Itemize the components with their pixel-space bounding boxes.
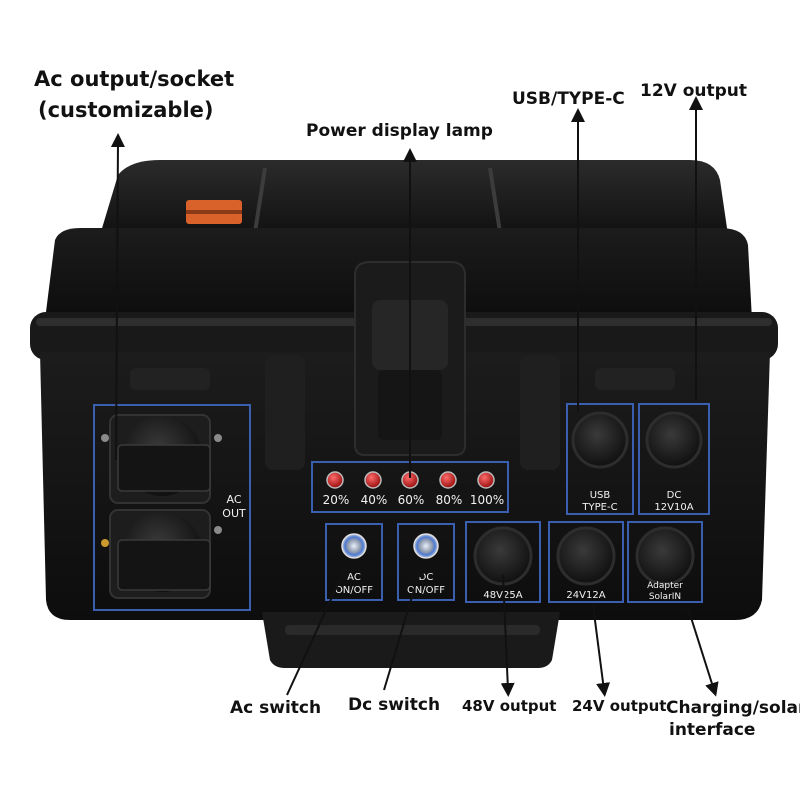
callout-dc-switch: Dc switch bbox=[348, 695, 441, 715]
led-40 bbox=[364, 471, 382, 489]
dc-switch-frame bbox=[397, 523, 455, 601]
arrow-dc-switch bbox=[383, 563, 425, 691]
callout-charging-line2: interface bbox=[669, 720, 756, 740]
port-24v bbox=[556, 526, 616, 586]
port-charge-label-1: Adapter bbox=[647, 581, 683, 591]
callout-ac-output-line2: (customizable) bbox=[38, 98, 214, 122]
usb-port bbox=[571, 411, 629, 469]
port-24v-label: 24V12A bbox=[566, 590, 605, 601]
port-charge-label-2: SolarIN bbox=[649, 592, 681, 602]
led-label-20: 20% bbox=[323, 493, 350, 507]
arrow-charging bbox=[687, 607, 719, 697]
callout-power-display: Power display lamp bbox=[306, 121, 493, 141]
arrow-24v bbox=[592, 604, 611, 697]
ac-socket-1 bbox=[101, 414, 222, 504]
usb-frame bbox=[566, 403, 634, 515]
callout-ac-switch: Ac switch bbox=[230, 698, 322, 718]
led-100 bbox=[477, 471, 495, 489]
ac-socket-2 bbox=[101, 509, 222, 599]
dc12-port bbox=[645, 411, 703, 469]
carry-handle bbox=[262, 612, 560, 668]
dc-switch-label-2: ON/OFF bbox=[407, 585, 445, 596]
arrow-ac-output bbox=[110, 133, 125, 461]
callout-24v: 24V output bbox=[572, 697, 667, 715]
port-24v-frame bbox=[548, 521, 624, 603]
ac-switch-label-1: AC bbox=[347, 572, 361, 583]
ac-switch-button bbox=[341, 533, 367, 559]
callout-charging-line1: Charging/solar bbox=[666, 698, 800, 718]
led-label-60: 60% bbox=[398, 493, 425, 507]
dc12-label-1: DC bbox=[667, 490, 682, 501]
arrow-48v bbox=[500, 574, 515, 697]
ac-panel-frame bbox=[93, 404, 251, 611]
led-label-80: 80% bbox=[436, 493, 463, 507]
arrow-ac-switch bbox=[286, 564, 348, 696]
port-48v-frame bbox=[465, 521, 541, 603]
callout-usb-typec: USB/TYPE-C bbox=[512, 89, 625, 109]
callout-48v: 48V output bbox=[462, 697, 557, 715]
port-charge-frame bbox=[627, 521, 703, 603]
usb-label-1: USB bbox=[590, 490, 611, 501]
led-20 bbox=[326, 471, 344, 489]
callout-12v: 12V output bbox=[640, 81, 748, 101]
dc-switch-label-1: DC bbox=[419, 572, 434, 583]
ac-switch-label-2: ON/OFF bbox=[335, 585, 373, 596]
ac-out-label-2: OUT bbox=[222, 507, 246, 520]
callout-ac-output-line1: Ac output/socket bbox=[34, 67, 235, 91]
led-label-40: 40% bbox=[361, 493, 388, 507]
dc-switch-button bbox=[413, 533, 439, 559]
ac-switch-frame bbox=[325, 523, 383, 601]
ac-out-label-1: AC bbox=[226, 493, 241, 506]
port-charge bbox=[635, 526, 695, 586]
dc12-label-2: 12V10A bbox=[654, 502, 693, 513]
dc12-frame bbox=[638, 403, 710, 515]
led-80 bbox=[439, 471, 457, 489]
usb-label-2: TYPE-C bbox=[581, 502, 617, 513]
led-label-100: 100% bbox=[470, 493, 504, 507]
